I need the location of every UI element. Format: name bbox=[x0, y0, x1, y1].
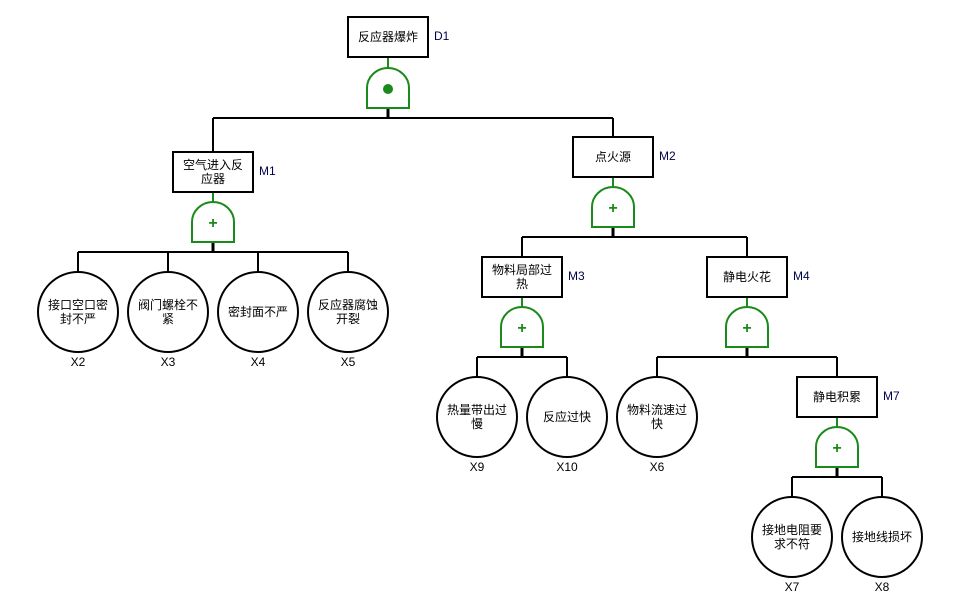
event-label: 热 bbox=[516, 277, 528, 291]
event-label: 开裂 bbox=[336, 312, 360, 326]
event-box-M4[interactable]: 静电火花 M4 bbox=[706, 256, 810, 298]
gate-symbol bbox=[383, 84, 393, 94]
event-code: X2 bbox=[71, 355, 86, 369]
or-gate-icon: + bbox=[500, 306, 544, 348]
event-code: M2 bbox=[659, 149, 676, 163]
event-label: 热量带出过 bbox=[447, 403, 507, 417]
or-gate-icon: + bbox=[815, 426, 859, 468]
event-box-M2[interactable]: 点火源 M2 bbox=[572, 136, 676, 178]
event-code: X6 bbox=[650, 460, 665, 474]
or-gate-icon: + bbox=[191, 201, 235, 243]
event-code: M7 bbox=[883, 389, 900, 403]
event-label: 反应器腐蚀 bbox=[318, 297, 378, 312]
event-code: X4 bbox=[251, 355, 266, 369]
event-label: 反应过快 bbox=[543, 409, 591, 424]
event-label: 快 bbox=[651, 417, 663, 431]
basic-event-X10[interactable]: 反应过快 X10 bbox=[526, 376, 608, 474]
gate-symbol: + bbox=[832, 440, 841, 457]
event-label: 密封面不严 bbox=[228, 304, 288, 319]
event-code: X5 bbox=[341, 355, 356, 369]
gate-symbol: + bbox=[608, 200, 617, 217]
event-label: 静电积累 bbox=[813, 390, 861, 404]
basic-event-X8[interactable]: 接地线损坏 X8 bbox=[841, 496, 923, 594]
event-label: 物料流速过 bbox=[627, 403, 687, 417]
event-label: 接地电阻要 bbox=[762, 522, 822, 537]
event-code: M1 bbox=[259, 164, 276, 178]
gate-symbol: + bbox=[517, 320, 526, 337]
event-box-M7[interactable]: 静电积累 M7 bbox=[796, 376, 900, 418]
or-gate-icon: + bbox=[591, 186, 635, 228]
basic-event-X4[interactable]: 密封面不严 X4 bbox=[217, 271, 299, 369]
event-code: X9 bbox=[470, 460, 485, 474]
event-code: M3 bbox=[568, 269, 585, 283]
event-label: 空气进入反 bbox=[183, 157, 243, 172]
event-label: 紧 bbox=[162, 312, 174, 326]
event-code: X8 bbox=[875, 580, 890, 594]
event-label: 静电火花 bbox=[723, 269, 771, 284]
event-label: 接口空口密 bbox=[48, 297, 108, 312]
event-label: 求不符 bbox=[774, 536, 810, 551]
event-label: 慢 bbox=[471, 417, 483, 431]
gate-symbol: + bbox=[742, 320, 751, 337]
event-label: 物料局部过 bbox=[492, 262, 552, 277]
or-gate-icon: + bbox=[725, 306, 769, 348]
gate-symbol: + bbox=[208, 215, 217, 232]
event-label: 阀门螺栓不 bbox=[138, 297, 198, 312]
event-code: X3 bbox=[161, 355, 176, 369]
event-label: 反应器爆炸 bbox=[358, 29, 418, 44]
event-code: D1 bbox=[434, 29, 450, 43]
event-label: 接地线损坏 bbox=[852, 529, 912, 544]
priority-and-gate-icon bbox=[366, 67, 410, 109]
event-label: 封不严 bbox=[60, 312, 96, 326]
event-label: 应器 bbox=[201, 171, 225, 186]
event-label: 点火源 bbox=[595, 150, 631, 164]
event-box-D1[interactable]: 反应器爆炸 D1 bbox=[347, 16, 450, 58]
event-code: X10 bbox=[556, 460, 578, 474]
event-code: M4 bbox=[793, 269, 810, 283]
event-code: X7 bbox=[785, 580, 800, 594]
